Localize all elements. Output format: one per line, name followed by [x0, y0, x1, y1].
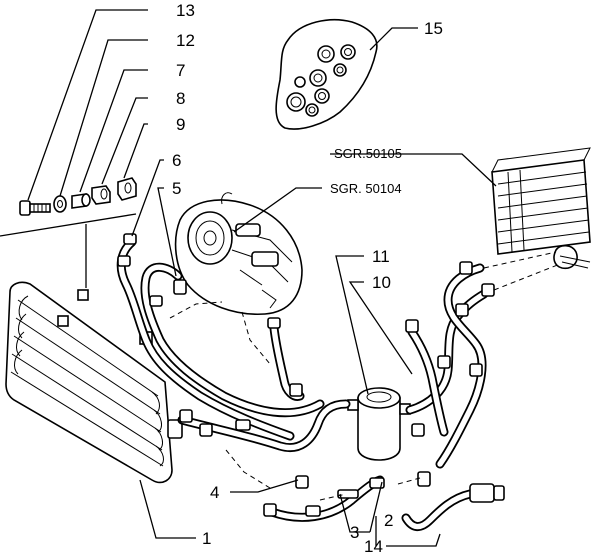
leader-lines	[0, 9, 497, 547]
receiver-dryer	[347, 387, 411, 461]
evaporator	[491, 147, 591, 270]
gasket-kit	[275, 18, 378, 130]
callout-10: 10	[372, 273, 391, 292]
reference-evaporator: SGR.50105	[334, 146, 402, 161]
callout-14: 14	[364, 537, 383, 556]
nut-8	[91, 185, 111, 205]
fittings	[117, 233, 505, 517]
callout-4: 4	[210, 483, 219, 502]
bolt-13	[19, 200, 51, 216]
compressor	[174, 192, 303, 316]
callout-6: 6	[172, 151, 181, 170]
washer-12	[53, 195, 67, 213]
bush-9	[117, 177, 137, 201]
callout-15: 15	[424, 19, 443, 38]
callout-1: 1	[202, 529, 211, 548]
pipes	[116, 237, 489, 531]
callout-3: 3	[350, 523, 359, 542]
spacer-7	[71, 193, 91, 209]
reference-compressor: SGR. 50104	[330, 181, 402, 196]
callout-11: 11	[372, 247, 390, 266]
callout-9: 9	[176, 115, 185, 134]
callouts: 13 12 7 8 9 6 5 15 11 10 4 1 3 2 14	[172, 1, 443, 556]
callout-5: 5	[172, 179, 181, 198]
callout-7: 7	[176, 61, 185, 80]
dashed-lines	[169, 251, 561, 501]
callout-13: 13	[176, 1, 195, 20]
callout-12: 12	[176, 31, 195, 50]
reference-labels: SGR. 50104 SGR.50105	[330, 146, 402, 196]
callout-8: 8	[176, 89, 185, 108]
condenser	[5, 281, 183, 484]
callout-2: 2	[384, 511, 393, 530]
